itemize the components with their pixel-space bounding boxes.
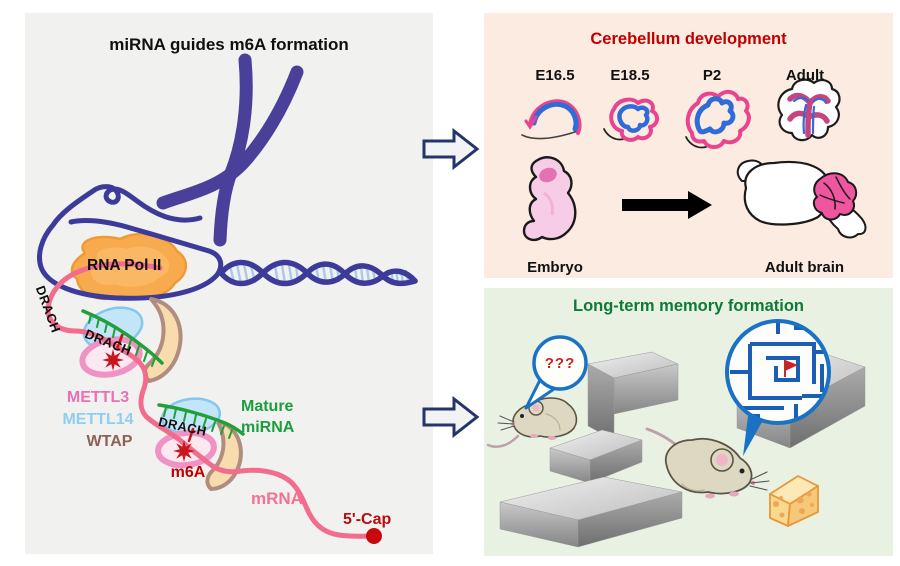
wtap-label: WTAP: [86, 433, 133, 450]
chromosome-icon: [156, 53, 304, 247]
flow-arrow-top: [422, 128, 480, 170]
maze-wall-bottom-left: [499, 476, 683, 548]
maze-wall-center: [587, 351, 679, 441]
mature-mirna-label-line1: Mature: [241, 398, 294, 415]
stage-label-adult: Adult: [785, 67, 825, 84]
adult-brain-cerebellum: [812, 172, 858, 221]
cerebellum-development-illustration: [521, 78, 867, 242]
stage-label-e16: E16.5: [535, 67, 575, 84]
magnifier-tail: [743, 416, 762, 456]
m6a-star: [102, 349, 124, 371]
m6a-star: [173, 440, 195, 462]
mrna-strand: [45, 261, 376, 539]
maze-magnifier: [725, 319, 831, 456]
wtap-crescent: [142, 297, 183, 383]
stage-label-e18: E18.5: [610, 67, 650, 84]
panel-cerebellum-development: Cerebellum development E16.5 E18.5 P2 Ad…: [484, 13, 893, 278]
mouse-right: [645, 427, 770, 499]
cerebellum-panel-title: Cerebellum development: [590, 30, 787, 48]
embryo-illustration: [522, 156, 577, 242]
m6a-formation-illustration: [37, 53, 418, 544]
helix-rungs: [228, 262, 410, 286]
genomic-dna-loop: [37, 184, 224, 301]
panel-long-term-memory: Long-term memory formation ???: [484, 288, 893, 556]
rna-pol-ii-label: RNA Pol II: [87, 257, 162, 274]
cheese-wedge: [769, 475, 819, 527]
development-arrow: [622, 191, 712, 219]
cerebellum-stage-adult-sketch: [777, 78, 841, 142]
left-panel-title: miRNA guides m6A formation: [109, 35, 349, 54]
adult-brain-illustration: [736, 159, 867, 239]
m6a-pin-1: [115, 333, 124, 351]
mrna-label: mRNA: [251, 489, 303, 508]
five-cap-label: 5'-Cap: [343, 511, 392, 528]
mouse-left-tail: [486, 434, 520, 448]
panel-mirna-m6a-formation: miRNA guides m6A formation RNA Pol II DR…: [25, 13, 433, 554]
mettl14-label: METTL14: [62, 411, 134, 428]
maze-wall-left-mid: [549, 429, 643, 484]
memory-maze-illustration: [486, 319, 866, 548]
question-marks-text: ???: [544, 355, 576, 372]
mettl3-label: METTL3: [66, 389, 130, 406]
embryo-label: Embryo: [527, 259, 583, 276]
adult-brain-label: Adult brain: [764, 259, 845, 276]
m6a-pin-2: [187, 427, 195, 443]
mouse-right-eye: [739, 468, 745, 474]
cheese-holes: [773, 491, 814, 518]
cerebellum-stage-e18-sketch: [603, 97, 659, 142]
mature-mirna-label: Mature miRNA: [241, 396, 294, 438]
flow-arrow-bottom: [422, 396, 480, 438]
stage-label-p2: P2: [702, 67, 722, 84]
red-flag: [784, 360, 798, 377]
mouse-left-eye: [520, 414, 524, 418]
mature-mirna-label-line2: miRNA: [241, 419, 295, 436]
thought-bubble: [524, 335, 588, 410]
dna-double-helix: [218, 259, 418, 287]
embryo-cerebellum-spot: [539, 167, 557, 183]
mature-mirna-comb-2: [157, 403, 245, 439]
five-cap-dot: [366, 528, 382, 544]
memory-panel-title: Long-term memory formation: [572, 297, 805, 315]
cerebellum-stage-e16-sketch: [521, 99, 582, 140]
m6a-label: m6A: [170, 464, 206, 481]
cerebellum-stage-p2-sketch: [685, 90, 751, 149]
